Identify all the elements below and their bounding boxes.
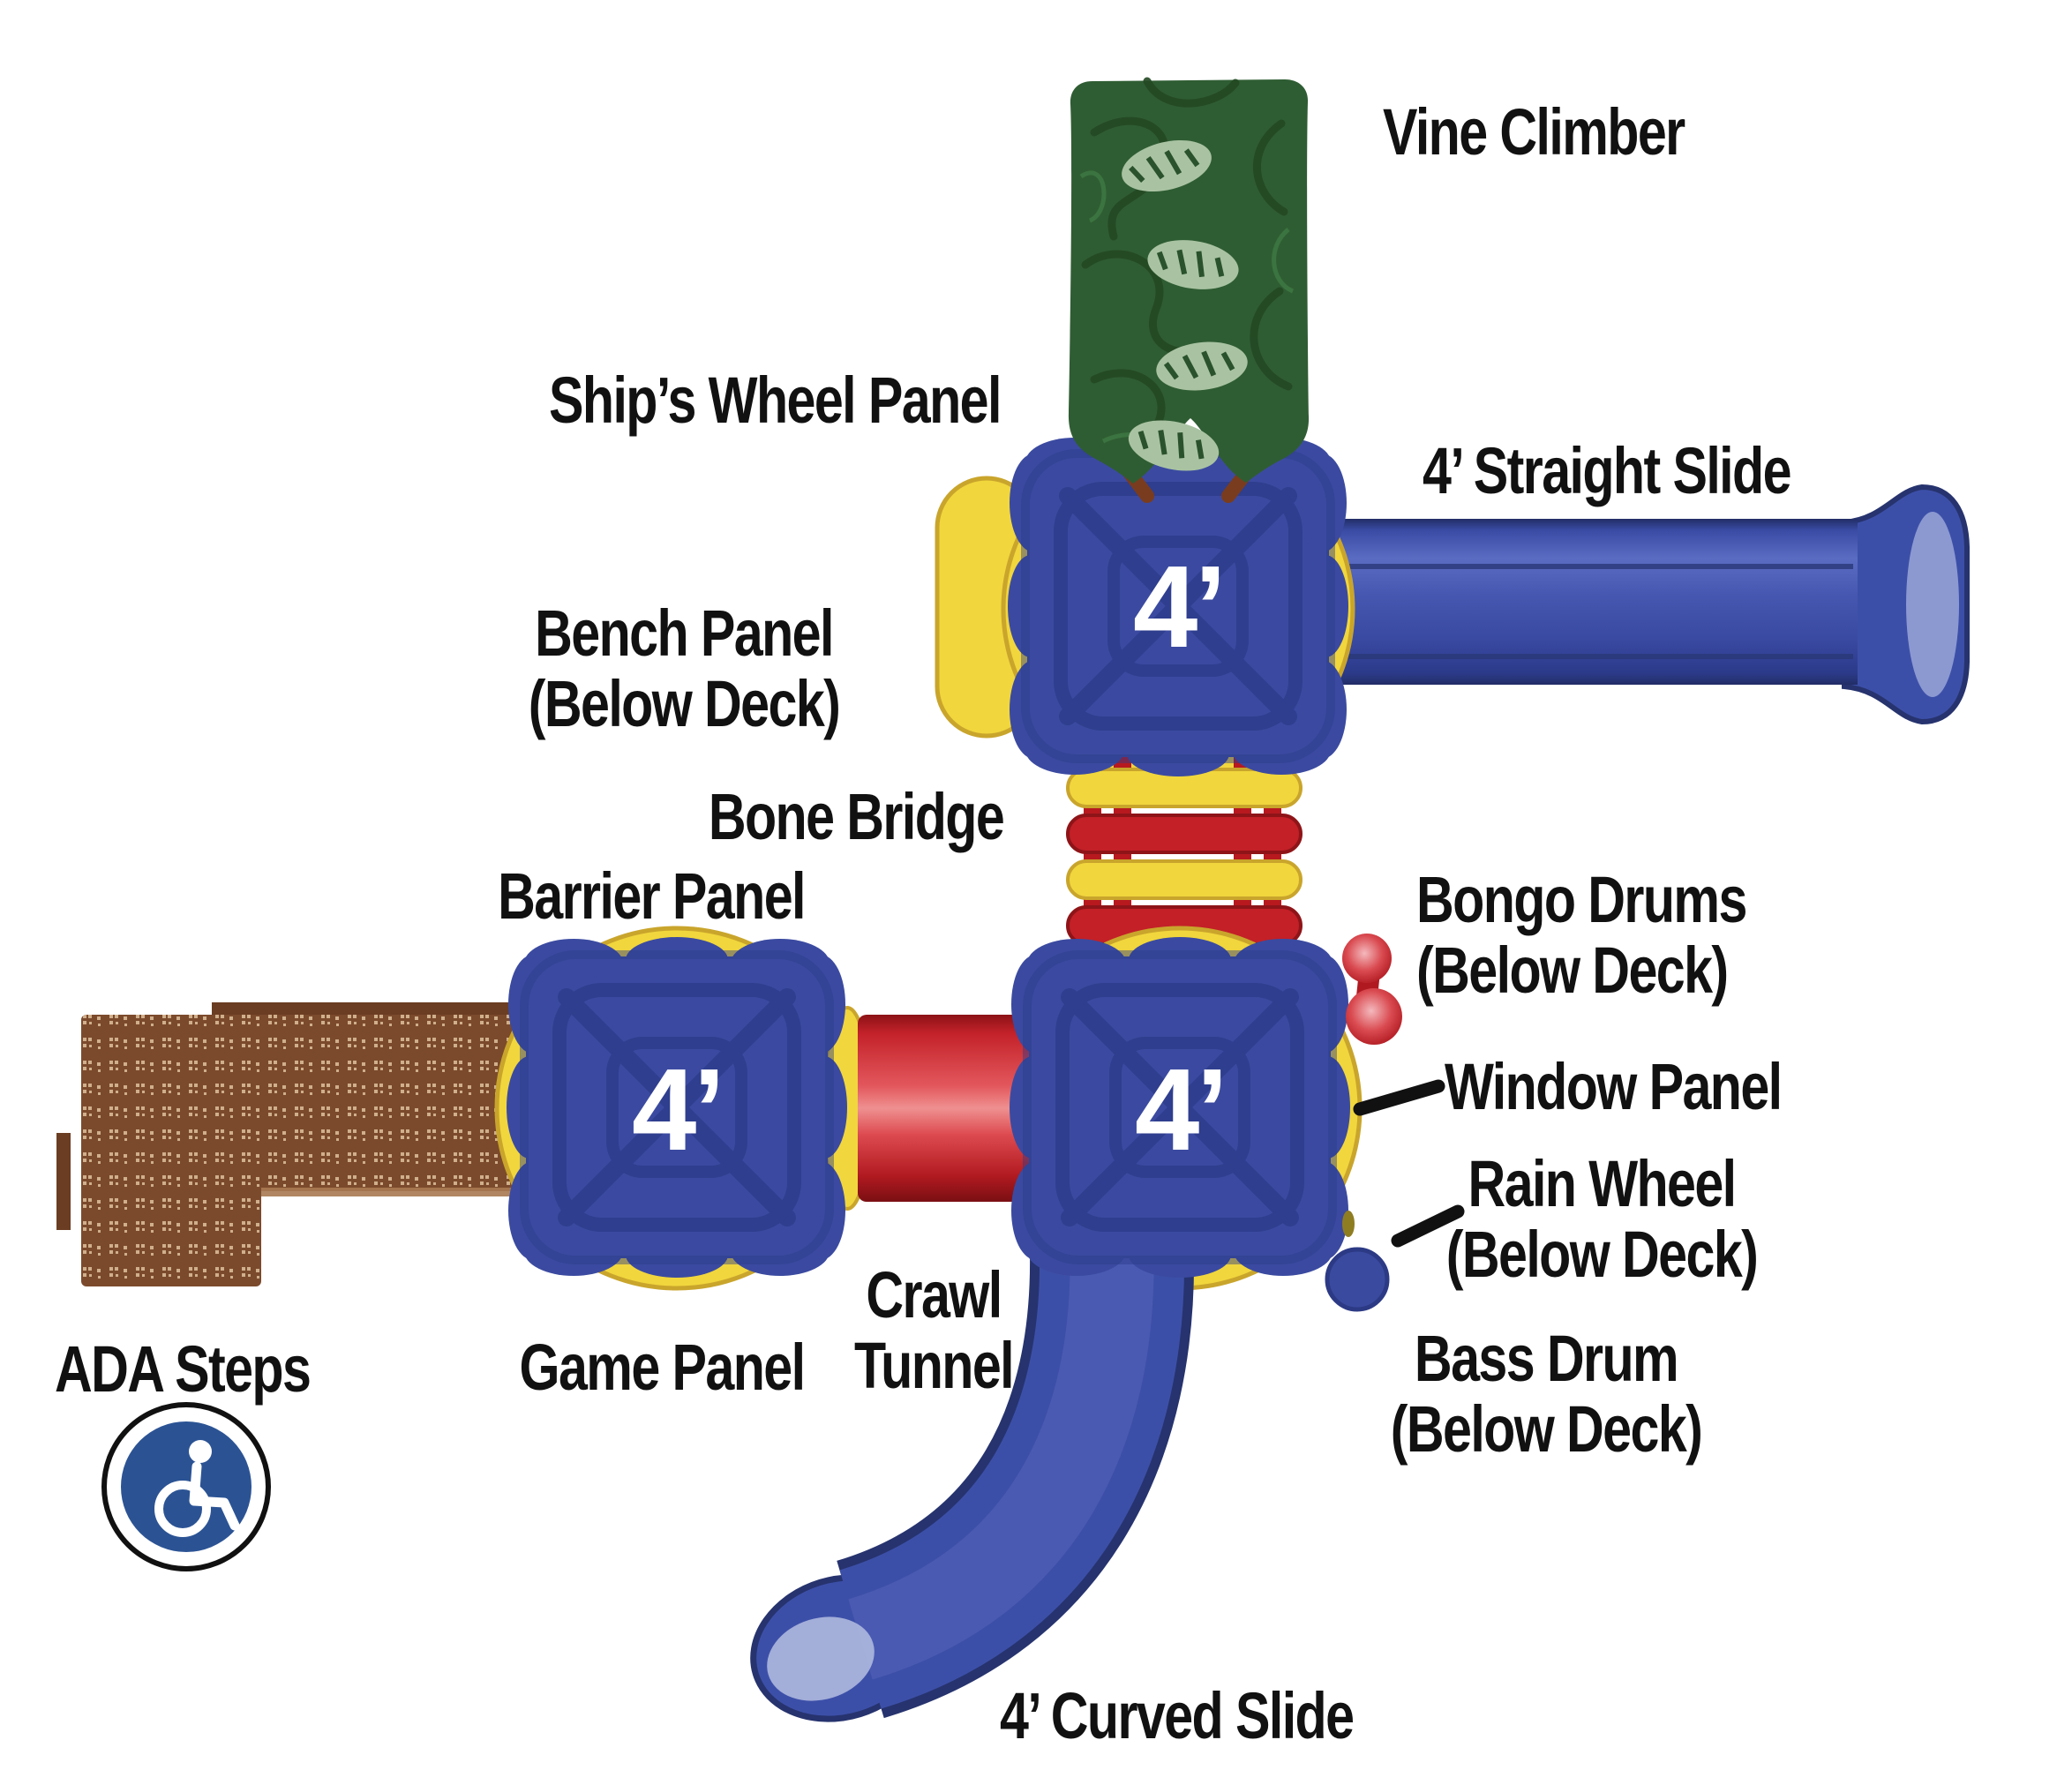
label-ships-wheel-panel: Ship’s Wheel Panel (549, 364, 1002, 437)
label-straight-slide: 4’ Straight Slide (1423, 434, 1792, 507)
below-deck-panel-sliver (1342, 1211, 1355, 1237)
label-rain-wheel-line1: Rain Wheel (1468, 1147, 1737, 1220)
label-game-panel: Game Panel (519, 1331, 807, 1404)
right-deck-height-label: 4’ (1134, 1045, 1228, 1174)
label-bongo-drums-line2: (Below Deck) (1416, 934, 1729, 1007)
label-bench-panel: Bench Panel (Below Deck) (507, 598, 860, 739)
label-rain-wheel-line2: (Below Deck) (1445, 1218, 1759, 1291)
bone-bridge (1066, 748, 1303, 953)
rain-wheel-leader-line (1391, 1204, 1465, 1248)
label-bench-panel-line1: Bench Panel (535, 596, 834, 670)
label-bass-drum-line2: (Below Deck) (1390, 1392, 1703, 1466)
bongo-drums (1342, 934, 1402, 1045)
vine-climber (1068, 77, 1310, 484)
label-crawl-tunnel-line2: Tunnel (853, 1329, 1015, 1402)
label-vine-climber: Vine Climber (1383, 95, 1685, 169)
label-bass-drum: Bass Drum (Below Deck) (1370, 1324, 1723, 1465)
label-bone-bridge: Bone Bridge (708, 780, 1005, 853)
label-ada-steps: ADA Steps (55, 1332, 312, 1406)
label-curved-slide: 4’ Curved Slide (1000, 1679, 1355, 1752)
top-deck-height-label: 4’ (1132, 542, 1227, 671)
label-bongo-drums: Bongo Drums (Below Deck) (1416, 863, 1747, 1007)
label-barrier-panel: Barrier Panel (498, 859, 806, 933)
ada-steps (56, 1002, 533, 1286)
window-panel-leader-line (1353, 1079, 1445, 1116)
wheelchair-accessible-icon (101, 1402, 271, 1571)
rain-wheel-knob (1325, 1247, 1390, 1312)
left-deck-height-label: 4’ (631, 1045, 725, 1174)
label-crawl-tunnel: Crawl Tunnel (792, 1260, 1075, 1401)
label-bass-drum-line1: Bass Drum (1414, 1322, 1679, 1395)
curved-slide (750, 1251, 1195, 1722)
label-window-panel: Window Panel (1445, 1050, 1783, 1123)
label-rain-wheel: Rain Wheel (Below Deck) (1425, 1149, 1778, 1290)
label-bench-panel-line2: (Below Deck) (528, 667, 841, 740)
label-bongo-drums-line1: Bongo Drums (1416, 863, 1747, 936)
straight-slide (1288, 484, 1970, 725)
label-crawl-tunnel-line1: Crawl (866, 1258, 1002, 1331)
